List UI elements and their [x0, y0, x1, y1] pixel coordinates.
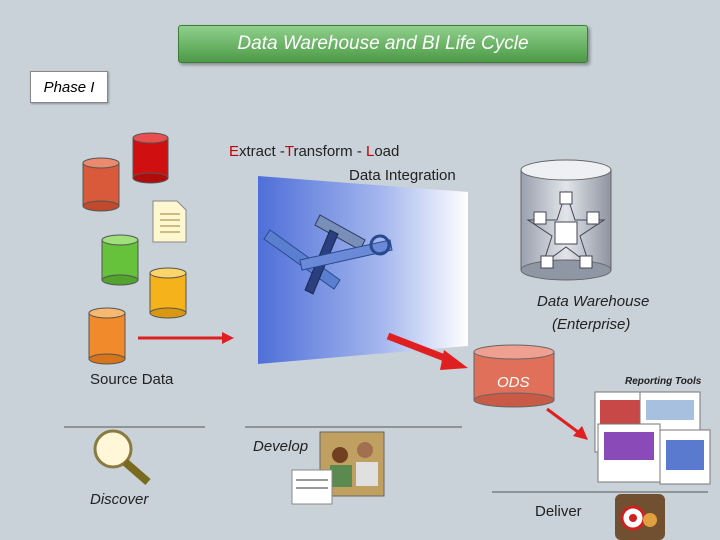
cylinder-orange-red	[82, 157, 120, 212]
data-warehouse-label: Data Warehouse	[537, 293, 650, 310]
arrow-source-to-etl	[138, 332, 234, 344]
phase-box: Phase I	[30, 71, 108, 103]
source-data-label: Source Data	[90, 371, 174, 388]
tools-icon	[263, 214, 393, 295]
develop-label: Develop	[253, 438, 309, 455]
phase-label: Phase I	[43, 78, 95, 96]
target-icon	[615, 494, 665, 540]
ods-cylinder	[473, 344, 555, 408]
data-warehouse-cylinder	[520, 159, 612, 281]
magnifier-icon	[93, 429, 151, 486]
arrow-etl-to-ods	[386, 332, 468, 370]
cylinder-green	[101, 234, 139, 286]
title-banner: Data Warehouse and BI Life Cycle	[178, 25, 588, 63]
cylinder-orange	[88, 307, 126, 365]
deliver-label: Deliver	[535, 503, 582, 520]
data-integration-label: Data Integration	[349, 167, 456, 184]
enterprise-label: (Enterprise)	[552, 316, 631, 333]
title-text: Data Warehouse and BI Life Cycle	[237, 33, 529, 54]
cylinder-yellow	[149, 267, 187, 319]
reporting-tools-label: Reporting Tools	[625, 376, 702, 387]
reporting-tools-image	[594, 391, 711, 485]
etl-label: Extract -Transform - Load	[229, 143, 400, 160]
document-icon	[152, 200, 187, 243]
team-meeting-image	[291, 431, 385, 505]
ods-label: ODS	[497, 374, 530, 391]
discover-label: Discover	[90, 491, 149, 508]
etl-beam	[258, 176, 468, 364]
cylinder-red	[132, 132, 169, 184]
arrow-ods-to-reports	[546, 407, 588, 440]
